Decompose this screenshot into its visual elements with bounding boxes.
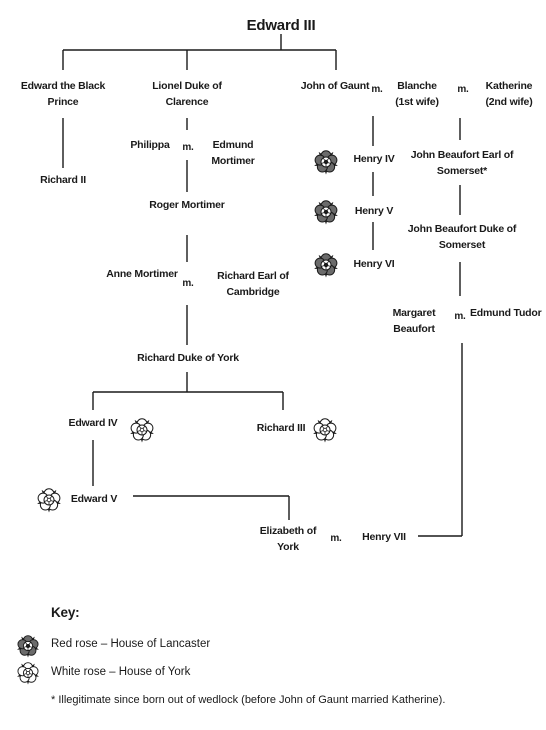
york-rose-icon: [36, 487, 62, 513]
person-edmund-tudor: Edmund Tudor: [470, 307, 542, 319]
person-lionel: Lionel Duke of Clarence: [152, 80, 222, 108]
york-rose-icon: [312, 417, 338, 443]
person-katherine: Katherine (2nd wife): [485, 80, 533, 108]
marriage-gaunt-blanche: m.: [371, 84, 383, 95]
york-rose-icon: [129, 417, 155, 443]
key-white-rose-label: White rose – House of York: [51, 666, 191, 678]
person-anne-mortimer: Anne Mortimer: [106, 268, 178, 280]
person-edward-black-prince: Edward the Black Prince: [20, 80, 106, 108]
person-henry-iv: Henry IV: [353, 153, 395, 165]
root-edward-iii: Edward III: [246, 17, 316, 34]
key-red-rose-label: Red rose – House of Lancaster: [51, 638, 211, 650]
person-roger-mortimer: Roger Mortimer: [149, 199, 225, 211]
person-john-beaufort-duke: John Beaufort Duke of Somerset: [407, 223, 517, 251]
lancaster-rose-icon: [313, 149, 339, 175]
person-blanche: Blanche (1st wife): [395, 80, 439, 108]
marriage-philippa-edmund: m.: [182, 142, 194, 153]
key-heading: Key:: [51, 605, 80, 620]
key-footnote: * Illegitimate since born out of wedlock…: [51, 694, 446, 706]
person-henry-vii: Henry VII: [362, 531, 406, 543]
person-elizabeth-of-york: Elizabeth of York: [259, 525, 317, 553]
person-richard-ii: Richard II: [40, 174, 86, 186]
person-edward-iv: Edward IV: [68, 417, 118, 429]
marriage-margaret-edmund: m.: [454, 311, 466, 322]
person-margaret-beaufort: Margaret Beaufort: [392, 307, 436, 335]
person-philippa: Philippa: [130, 139, 170, 151]
person-edward-v: Edward V: [70, 493, 118, 505]
person-richard-duke-of-york: Richard Duke of York: [137, 352, 239, 364]
person-john-beaufort-earl: John Beaufort Earl of Somerset*: [410, 149, 514, 177]
lancaster-rose-icon: [313, 252, 339, 278]
person-edmund-mortimer: Edmund Mortimer: [211, 139, 255, 167]
marriage-gaunt-katherine: m.: [457, 84, 469, 95]
lancaster-rose-icon: [16, 634, 40, 658]
york-rose-icon: [16, 661, 40, 685]
person-richard-earl-cambridge: Richard Earl of Cambridge: [217, 270, 289, 298]
marriage-elizabeth-henry: m.: [330, 533, 342, 544]
person-henry-v: Henry V: [354, 205, 394, 217]
person-henry-vi: Henry VI: [353, 258, 395, 270]
lancaster-rose-icon: [313, 199, 339, 225]
person-richard-iii: Richard III: [256, 422, 306, 434]
person-john-of-gaunt: John of Gaunt: [300, 80, 370, 92]
marriage-anne-richard: m.: [182, 278, 194, 289]
